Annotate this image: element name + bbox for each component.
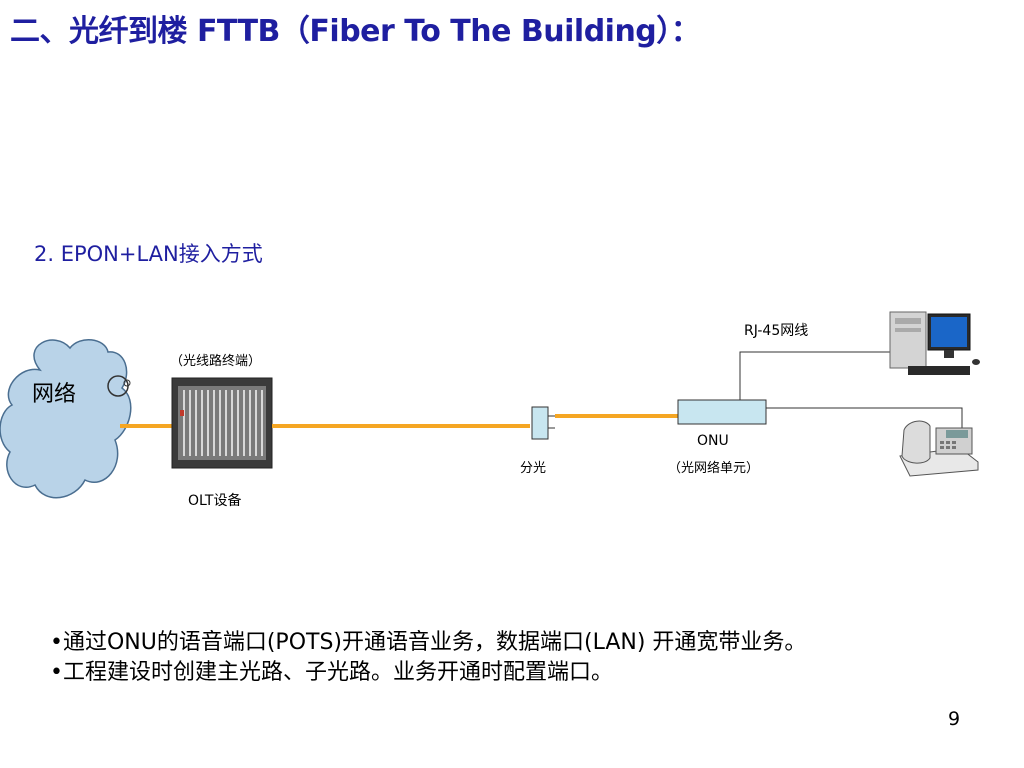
splitter-icon <box>531 406 555 440</box>
network-label: 网络 <box>32 382 77 407</box>
rj45-cable-line <box>739 351 892 400</box>
bullet-item: •通过ONU的语音端口(POTS)开通语音业务，数据端口(LAN) 开通宽带业务… <box>50 630 807 655</box>
bullet-item: •工程建设时创建主光路、子光路。业务开通时配置端口。 <box>50 660 613 685</box>
onu-device-icon <box>677 399 767 425</box>
olt-label: OLT设备 <box>188 493 242 509</box>
rj45-label: RJ-45网线 <box>744 323 809 339</box>
telephone-icon <box>899 420 979 477</box>
network-cloud <box>0 339 132 499</box>
page-number: 9 <box>948 708 961 730</box>
bullet-list: •通过ONU的语音端口(POTS)开通语音业务，数据端口(LAN) 开通宽带业务… <box>50 628 950 688</box>
onu-caption: （光网络单元） <box>668 461 760 476</box>
computer-icon <box>889 311 980 375</box>
slide-title: 二、光纤到楼 FTTB（Fiber To The Building）： <box>10 14 701 49</box>
section-subtitle: 2. EPON+LAN接入方式 <box>34 242 263 266</box>
onu-label: ONU <box>697 433 729 449</box>
olt-device-icon <box>171 377 273 469</box>
olt-caption: （光线路终端） <box>170 354 262 369</box>
splitter-label: 分光 <box>520 461 547 476</box>
phone-cable-line <box>766 407 963 428</box>
